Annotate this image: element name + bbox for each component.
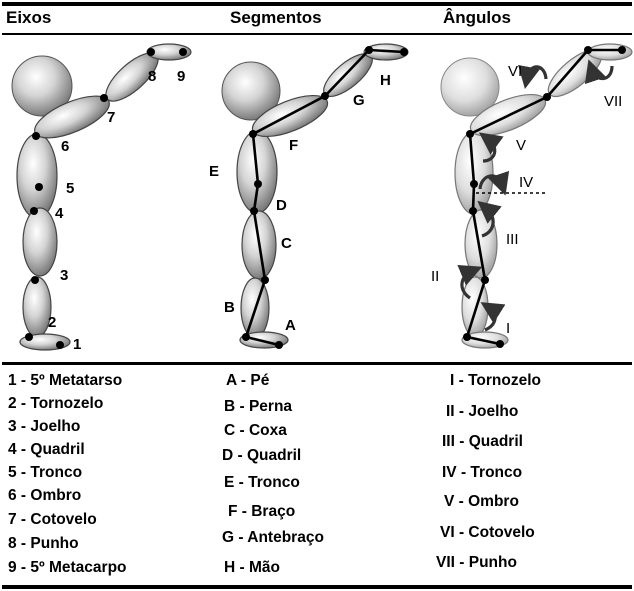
figures-diagram: 1 2 3 4 5 6 7 8 9 A B C D E F G H: [11, 43, 633, 353]
legend-angulos-item: V - Ombro: [444, 493, 519, 510]
angulo-label-i: I: [506, 320, 510, 337]
eixo-label-7: 7: [107, 109, 115, 126]
figure-eixos: 1 2 3 4 5 6 7 8 9: [11, 43, 192, 353]
legend-angulos-item: IV - Tronco: [442, 464, 523, 481]
angulo-label-vii: VII: [604, 93, 622, 110]
legend-eixos-item: 2 - Tornozelo: [8, 395, 104, 412]
legend-segmentos-item: C - Coxa: [224, 422, 287, 439]
bottom-rule: [2, 585, 632, 589]
legend-angulos-item: II - Joelho: [446, 403, 519, 420]
figure-angulos: I II III IV V VI VII: [431, 43, 633, 349]
eixo-label-5: 5: [66, 180, 74, 197]
legend-eixos-item: 8 - Punho: [8, 535, 79, 552]
segmento-label-e: E: [209, 163, 219, 180]
eixo-label-3: 3: [60, 267, 68, 284]
eixo-label-2: 2: [48, 314, 56, 331]
header-rule: [2, 33, 632, 35]
legend-angulos-item: VII - Punho: [436, 554, 517, 571]
middle-rule: [2, 362, 632, 365]
header-segmentos: Segmentos: [230, 8, 322, 27]
segmento-label-d: D: [276, 197, 287, 214]
figure-segmentos: A B C D E F G H: [209, 43, 409, 349]
legend-segmentos-item: D - Quadril: [222, 447, 302, 464]
angulo-label-iv: IV: [519, 174, 533, 191]
legend-eixos-item: 9 - 5º Metacarpo: [8, 559, 127, 576]
legend-segmentos-item: A - Pé: [226, 372, 270, 389]
legend-eixos-item: 7 - Cotovelo: [8, 511, 97, 528]
angulo-label-v: V: [516, 137, 526, 154]
segmento-label-f: F: [289, 137, 298, 154]
legend-angulos-item: III - Quadril: [442, 433, 523, 450]
legend-eixos-item: 5 - Tronco: [8, 464, 83, 481]
header-angulos: Ângulos: [443, 8, 511, 27]
legend-eixos-item: 1 - 5º Metatarso: [8, 372, 123, 389]
legend-segmentos-item: F - Braço: [228, 503, 296, 520]
angle-arrows: [457, 59, 614, 332]
angulo-label-ii: II: [431, 268, 439, 285]
legend-segmentos-item: E - Tronco: [224, 474, 300, 491]
top-rule: [2, 2, 632, 6]
legend-segmentos-item: G - Antebraço: [222, 529, 324, 546]
legend-eixos-item: 4 - Quadril: [8, 441, 85, 458]
header-eixos: Eixos: [6, 8, 52, 27]
angulo-label-iii: III: [506, 231, 519, 248]
segmento-label-c: C: [281, 235, 292, 252]
legend-eixos-item: 3 - Joelho: [8, 418, 81, 435]
legend-segmentos-item: B - Perna: [224, 398, 293, 415]
eixo-label-6: 6: [61, 138, 69, 155]
eixo-label-8: 8: [148, 68, 156, 85]
angulo-label-vi: VI: [508, 63, 522, 80]
legend-angulos-item: VI - Cotovelo: [440, 524, 535, 541]
segmento-label-b: B: [224, 299, 235, 316]
segmento-label-a: A: [285, 317, 296, 334]
legend-eixos-item: 6 - Ombro: [8, 487, 82, 504]
eixo-label-9: 9: [177, 68, 185, 85]
eixo-label-1: 1: [73, 336, 81, 353]
segmento-label-h: H: [380, 72, 391, 89]
legend-segmentos-item: H - Mão: [224, 559, 280, 576]
segmento-label-g: G: [353, 92, 365, 109]
legend-angulos-item: I - Tornozelo: [450, 372, 541, 389]
eixo-label-4: 4: [55, 205, 64, 222]
